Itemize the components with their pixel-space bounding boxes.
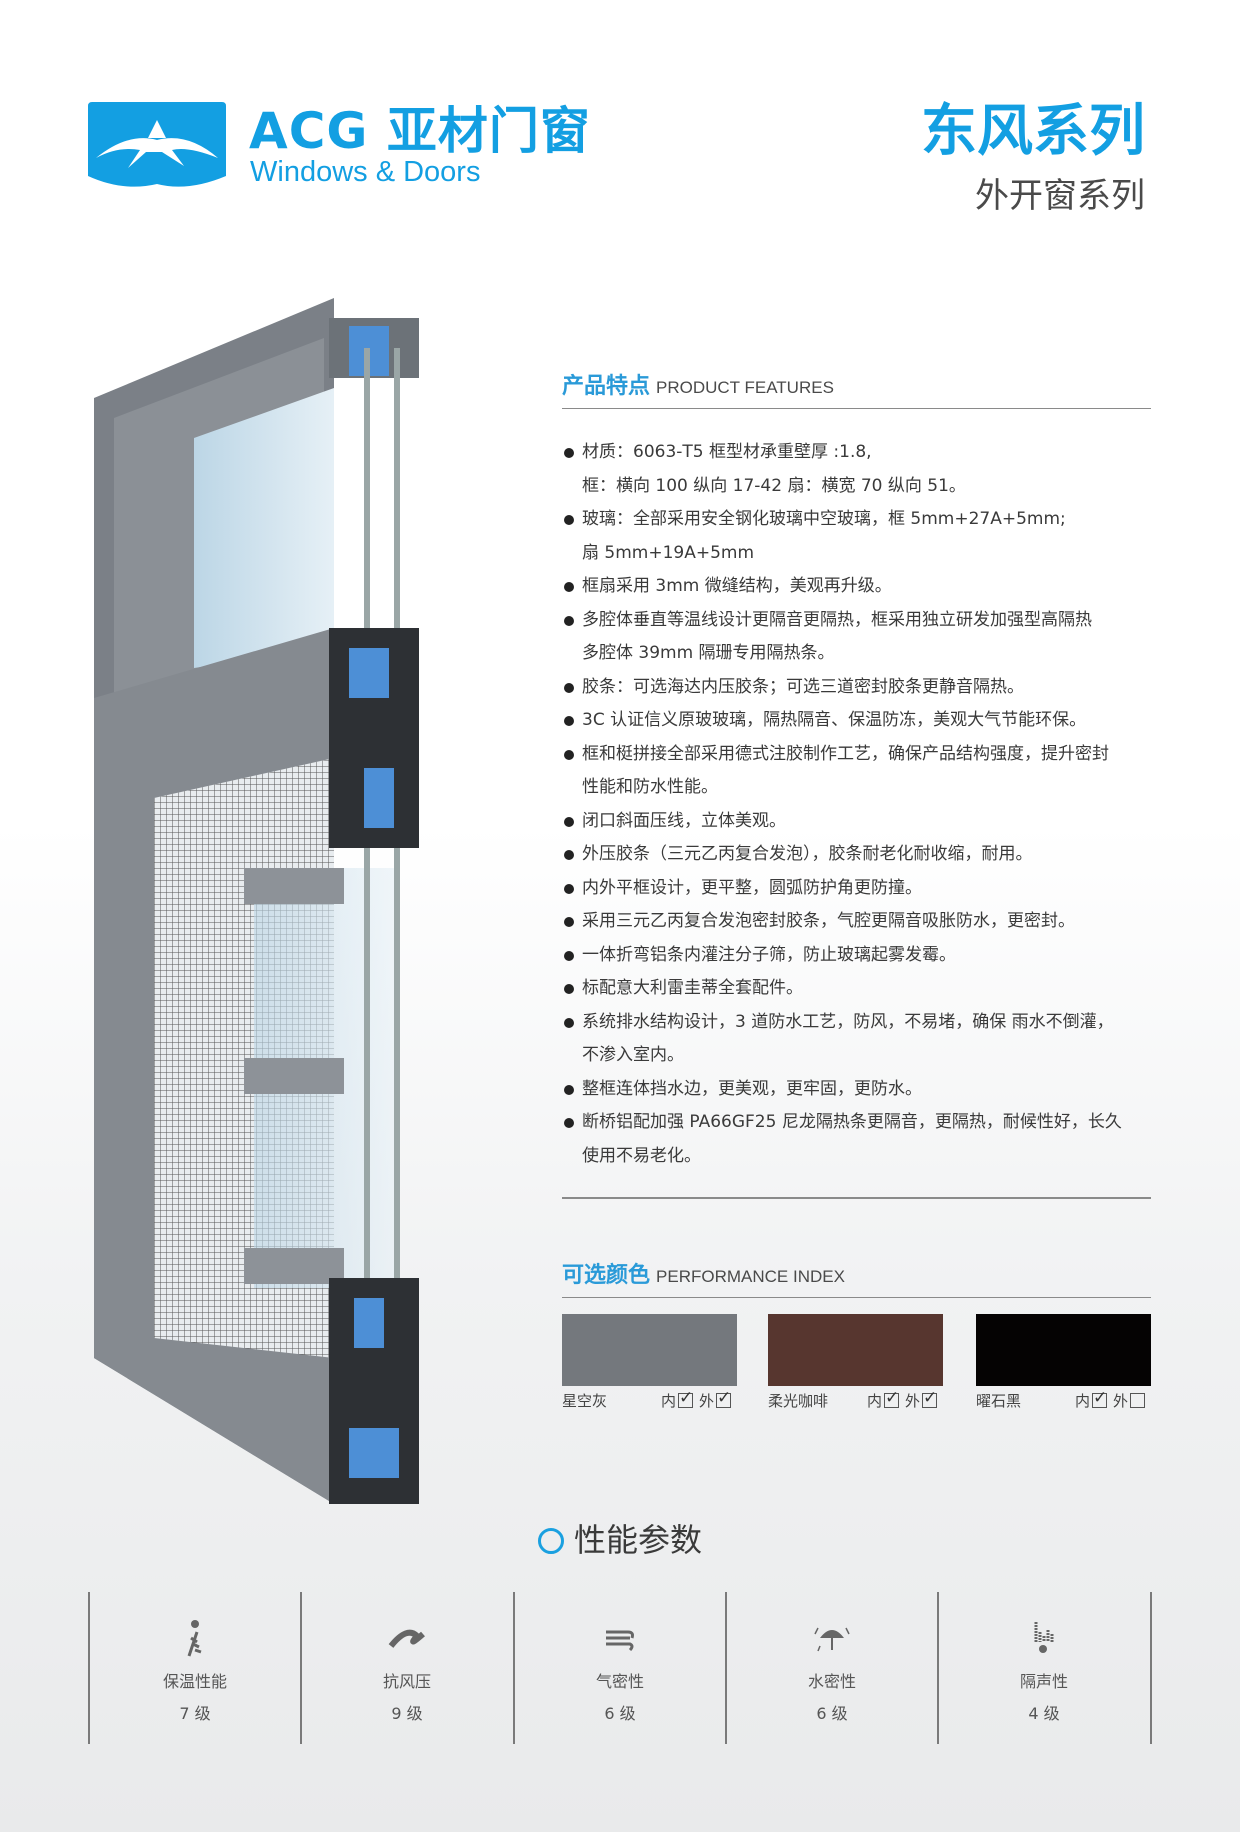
- outer-checkbox[interactable]: [1130, 1393, 1145, 1408]
- colors-heading-cn: 可选颜色: [562, 1263, 651, 1288]
- performance-item: 保温性能 7 级: [89, 1618, 301, 1724]
- feature-item: 闭口斜面压线，立体美观。: [562, 805, 1162, 839]
- performance-value: 6 级: [816, 1704, 848, 1723]
- feature-item: 系统排水结构设计，3 道防水工艺，防风，不易堵，确保 雨水不倒灌， 不渗入室内。: [562, 1006, 1162, 1073]
- performance-label: 水密性: [807, 1672, 856, 1691]
- inner-label: 内: [660, 1392, 676, 1410]
- performance-value: 9 级: [391, 1704, 423, 1723]
- outer-checkbox[interactable]: [716, 1388, 731, 1408]
- color-option-label: 柔光咖啡 内 外: [768, 1388, 943, 1411]
- series-title: 东风系列: [921, 99, 1145, 164]
- series-subtitle: 外开窗系列: [975, 176, 1145, 216]
- performance-item: 气密性 6 级: [514, 1618, 726, 1724]
- performance-item: 抗风压 9 级: [301, 1618, 513, 1724]
- inner-checkbox[interactable]: [883, 1388, 899, 1408]
- outer-checkbox[interactable]: [922, 1388, 937, 1408]
- feature-item: 内外平框设计，更平整，圆弧防护角更防撞。: [562, 872, 1162, 906]
- divider: [562, 1197, 1151, 1199]
- feature-item: 整框连体挡水边，更美观，更牢固，更防水。: [562, 1073, 1162, 1107]
- color-swatch: [562, 1314, 737, 1386]
- circle-icon: [537, 1528, 564, 1554]
- performance-label: 抗风压: [382, 1672, 431, 1691]
- inner-checkbox[interactable]: [677, 1388, 693, 1408]
- outer-label: 外: [698, 1392, 714, 1410]
- colors-heading: 可选颜色 PERFORMANCE INDEX: [562, 1257, 1151, 1298]
- performance-label: 气密性: [595, 1672, 644, 1691]
- inner-checkbox[interactable]: [1091, 1388, 1107, 1408]
- inner-label: 内: [866, 1392, 882, 1410]
- color-name: 星空灰: [562, 1392, 608, 1410]
- column-divider: [725, 1592, 727, 1744]
- wind-pressure-icon: [388, 1629, 425, 1648]
- brand-logo-mark: [88, 102, 226, 187]
- feature-item: 外压胶条（三元乙丙复合发泡），胶条耐老化耐收缩，耐用。: [562, 838, 1162, 872]
- color-option-label: 星空灰 内 外: [562, 1388, 737, 1411]
- thermal-icon: [187, 1620, 202, 1657]
- color-name: 曜石黑: [976, 1392, 1022, 1410]
- feature-item: 玻璃：全部采用安全钢化玻璃中空玻璃，框 5mm+27A+5mm; 扇 5mm+1…: [562, 503, 1162, 570]
- column-divider: [300, 1592, 302, 1744]
- features-heading-cn: 产品特点: [562, 374, 651, 399]
- column-divider: [88, 1592, 90, 1744]
- outer-label: 外: [1112, 1392, 1128, 1410]
- column-divider: [937, 1592, 939, 1744]
- feature-item: 一体折弯铝条内灌注分子筛，防止玻璃起雾发霉。: [562, 939, 1162, 973]
- feature-item: 采用三元乙丙复合发泡密封胶条，气腔更隔音吸胀防水，更密封。: [562, 905, 1162, 939]
- feature-item: 材质：6063-T5 框型材承重壁厚 :1.8, 框：横向 100 纵向 17-…: [562, 436, 1162, 503]
- colors-heading-en: PERFORMANCE INDEX: [656, 1267, 845, 1286]
- brand-subtitle: Windows & Doors: [250, 156, 481, 188]
- inner-label: 内: [1074, 1392, 1090, 1410]
- feature-item: 胶条：可选海达内压胶条；可选三道密封胶条更静音隔热。: [562, 671, 1162, 705]
- outer-label: 外: [904, 1392, 920, 1410]
- window-profile-illustration: [94, 298, 419, 1504]
- performance-value: 4 级: [1028, 1704, 1060, 1723]
- feature-item: 框扇采用 3mm 微缝结构，美观再升级。: [562, 570, 1162, 604]
- performance-label: 保温性能: [162, 1672, 227, 1691]
- feature-item: 3C 认证信义原玻玻璃，隔热隔音、保温防冻，美观大气节能环保。: [562, 704, 1162, 738]
- features-heading-en: PRODUCT FEATURES: [656, 378, 834, 397]
- sound-icon: [1034, 1622, 1054, 1653]
- airtight-icon: [606, 1630, 634, 1652]
- performance-label: 隔声性: [1019, 1672, 1068, 1691]
- performance-item: 隔声性 4 级: [938, 1618, 1150, 1724]
- umbrella-icon: [814, 1627, 850, 1652]
- feature-item: 断桥铝配加强 PA66GF25 尼龙隔热条更隔音，更隔热，耐候性好，长久 使用不…: [562, 1106, 1162, 1173]
- feature-item: 多腔体垂直等温线设计更隔音更隔热，框采用独立研发加强型高隔热 多腔体 39mm …: [562, 604, 1162, 671]
- color-name: 柔光咖啡: [768, 1392, 829, 1410]
- color-swatch: [768, 1314, 943, 1386]
- features-heading: 产品特点 PRODUCT FEATURES: [562, 368, 1151, 409]
- features-list: 材质：6063-T5 框型材承重壁厚 :1.8, 框：横向 100 纵向 17-…: [562, 436, 1162, 1173]
- column-divider: [1150, 1592, 1152, 1744]
- color-swatch: [976, 1314, 1151, 1386]
- feature-item: 框和梃拼接全部采用德式注胶制作工艺，确保产品结构强度，提升密封 性能和防水性能。: [562, 738, 1162, 805]
- performance-value: 7 级: [179, 1704, 211, 1723]
- performance-value: 6 级: [604, 1704, 636, 1723]
- color-option-label: 曜石黑 内 外: [976, 1388, 1151, 1411]
- feature-item: 标配意大利雷圭蒂全套配件。: [562, 972, 1162, 1006]
- column-divider: [513, 1592, 515, 1744]
- performance-title-text: 性能参数: [573, 1521, 702, 1559]
- performance-title: 性能参数: [0, 1518, 1240, 1562]
- performance-item: 水密性 6 级: [726, 1618, 938, 1724]
- brand-name: ACG 亚材门窗: [249, 102, 591, 160]
